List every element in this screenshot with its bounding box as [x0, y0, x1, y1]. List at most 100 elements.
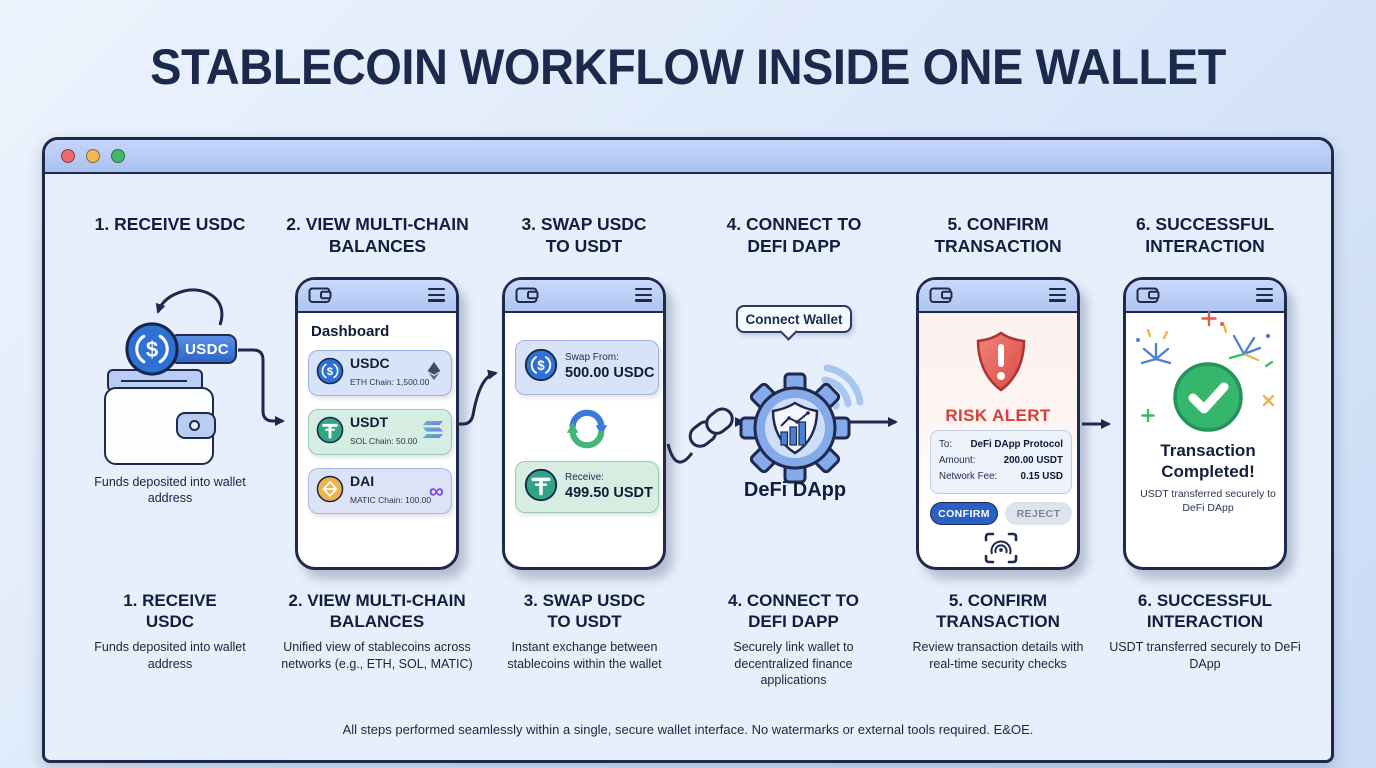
- usdt-coin-icon: [524, 468, 558, 507]
- token-balance: SOL Chain: 50.00: [350, 435, 418, 446]
- phone-header: [919, 280, 1077, 313]
- detail-value: DeFi DApp Protocol: [970, 439, 1063, 450]
- usdt-coin-icon: [316, 416, 344, 449]
- solana-icon: [422, 420, 444, 444]
- detail-value: 0.15 USD: [1020, 470, 1063, 482]
- caption-step-1: 1. RECEIVE USDC Funds deposited into wal…: [85, 591, 255, 672]
- success-title: Transaction Completed!: [1160, 441, 1256, 482]
- phone-header: [1126, 280, 1284, 313]
- confetti-decoration: [1126, 296, 1290, 451]
- caption-heading: 1. RECEIVE USDC: [123, 591, 217, 631]
- caption-heading: 5. CONFIRM TRANSACTION: [936, 591, 1060, 631]
- swap-phone: $ Swap From: 500.00 USDC: [502, 277, 666, 570]
- caption-heading: 3. SWAP USDC TO USDT: [523, 591, 646, 631]
- caption-step-6: 6. SUCCESSFUL INTERACTION USDT transferr…: [1107, 591, 1303, 672]
- dapp-name: DeFi DApp: [743, 479, 847, 501]
- swap-arrows-icon[interactable]: [564, 406, 610, 457]
- step1-caption: Funds deposited into wallet address: [94, 475, 246, 506]
- ethereum-icon: [424, 361, 444, 386]
- token-balance: MATIC Chain: 100.00: [350, 494, 432, 505]
- detail-label: To:: [939, 439, 953, 450]
- confirm-button[interactable]: CONFIRM: [930, 502, 998, 525]
- svg-text:$: $: [327, 366, 333, 378]
- step-header-6: 6. SUCCESSFUL INTERACTION: [1135, 214, 1275, 257]
- minimize-window-icon[interactable]: [86, 149, 100, 163]
- hamburger-menu-icon[interactable]: [1049, 288, 1066, 305]
- close-window-icon[interactable]: [61, 149, 75, 163]
- risk-shield-icon: [975, 331, 1027, 398]
- caption-step-5: 5. CONFIRM TRANSACTION Review transactio…: [900, 591, 1096, 672]
- caption-step-4: 4. CONNECT TO DEFI DAPP Securely link wa…: [701, 591, 886, 688]
- step-header-4: 4. CONNECT TO DEFI DAPP: [726, 214, 862, 257]
- phone-header: [298, 280, 456, 313]
- detail-row-amount: Amount: 200.00 USDT: [939, 453, 1063, 469]
- connect-wallet-button[interactable]: Connect Wallet: [736, 305, 852, 341]
- caption-heading: 4. CONNECT TO DEFI DAPP: [728, 591, 859, 631]
- caption-description: USDT transferred securely to DeFi DApp: [1109, 640, 1301, 671]
- caption-description: Instant exchange between stablecoins wit…: [507, 640, 662, 671]
- swap-from-card[interactable]: $ Swap From: 500.00 USDC: [515, 340, 659, 395]
- success-phone: Transaction Completed! USDT transferred …: [1123, 277, 1287, 570]
- wallet-app-icon: [308, 285, 334, 310]
- footer-note: All steps performed seamlessly within a …: [342, 722, 1034, 737]
- balance-card-dai[interactable]: DAI MATIC Chain: 100.00 ∞: [308, 468, 452, 514]
- caption-description: Funds deposited into wallet address: [94, 640, 246, 671]
- polygon-icon: ∞: [429, 479, 444, 503]
- usdc-coin-icon: $: [124, 321, 180, 377]
- maximize-window-icon[interactable]: [111, 149, 125, 163]
- dashboard-title: Dashboard: [311, 323, 390, 340]
- confirm-phone: RISK ALERT To: DeFi DApp Protocol Amount…: [916, 277, 1080, 570]
- step-header-3: 3. SWAP USDC TO USDT: [521, 214, 647, 257]
- usdc-coin-icon: $: [316, 357, 344, 390]
- caption-heading: 6. SUCCESSFUL INTERACTION: [1137, 591, 1273, 631]
- wallet-app-icon: [929, 285, 955, 310]
- swap-from-value: 500.00 USDC: [565, 365, 655, 382]
- reject-button[interactable]: REJECT: [1005, 502, 1072, 525]
- caption-description: Review transaction details with real-tim…: [912, 640, 1084, 671]
- svg-text:$: $: [146, 337, 159, 362]
- detail-row-fee: Network Fee: 0.15 USD: [939, 469, 1063, 485]
- token-balance: ETH Chain: 1,500.00: [350, 376, 430, 387]
- token-symbol: USDT: [350, 414, 389, 431]
- hamburger-menu-icon[interactable]: [1256, 288, 1273, 305]
- step-header-5: 5. CONFIRM TRANSACTION: [934, 214, 1062, 257]
- wallet-clasp-hole: [189, 420, 200, 431]
- hamburger-menu-icon[interactable]: [635, 288, 652, 305]
- caption-description: Securely link wallet to decentralized fi…: [733, 640, 854, 687]
- dai-coin-icon: [316, 475, 344, 508]
- detail-label: Amount:: [939, 454, 976, 466]
- fingerprint-icon[interactable]: [981, 529, 1021, 572]
- hamburger-menu-icon[interactable]: [428, 288, 445, 305]
- token-symbol: DAI: [350, 473, 375, 490]
- detail-row-to: To: DeFi DApp Protocol: [939, 437, 1063, 453]
- risk-alert-label: RISK ALERT: [945, 406, 1051, 425]
- wallet-clasp: [176, 412, 216, 439]
- receive-card[interactable]: Receive: 499.50 USDT: [515, 461, 659, 513]
- success-check-icon: [1171, 360, 1245, 439]
- swap-from-label: Swap From:: [565, 352, 619, 364]
- detail-value: 200.00 USDT: [1003, 454, 1063, 466]
- balance-card-usdt[interactable]: USDT SOL Chain: 50.00: [308, 409, 452, 455]
- page-title: STABLECOIN WORKFLOW INSIDE ONE WALLET: [150, 39, 1226, 95]
- caption-description: Unified view of stablecoins across netwo…: [281, 640, 473, 671]
- wallet-app-icon: [515, 285, 541, 310]
- phone-header: [505, 280, 663, 313]
- balance-card-usdc[interactable]: $ USDC ETH Chain: 1,500.00: [308, 350, 452, 396]
- success-subtitle: USDT transferred securely to DeFi DApp: [1140, 488, 1276, 514]
- connect-wallet-label: Connect Wallet: [745, 311, 843, 327]
- window-titlebar: [45, 140, 1331, 174]
- receive-value: 499.50 USDT: [565, 484, 653, 501]
- browser-window: [42, 137, 1334, 763]
- dashboard-phone: Dashboard $ USDC ETH Chain: 1,500.00: [295, 277, 459, 570]
- caption-step-3: 3. SWAP USDC TO USDT Instant exchange be…: [492, 591, 677, 672]
- step-header-2: 2. VIEW MULTI-CHAIN BALANCES: [286, 214, 469, 257]
- wallet-app-icon: [1136, 285, 1162, 310]
- step-header-1: 1. RECEIVE USDC: [94, 214, 246, 234]
- token-symbol: USDC: [350, 355, 390, 372]
- transaction-details-card: To: DeFi DApp Protocol Amount: 200.00 US…: [930, 430, 1072, 494]
- caption-step-2: 2. VIEW MULTI-CHAIN BALANCES Unified vie…: [277, 591, 477, 672]
- wallet-coin-slot: [121, 380, 187, 382]
- receive-label: Receive:: [565, 471, 604, 483]
- detail-label: Network Fee:: [939, 470, 998, 482]
